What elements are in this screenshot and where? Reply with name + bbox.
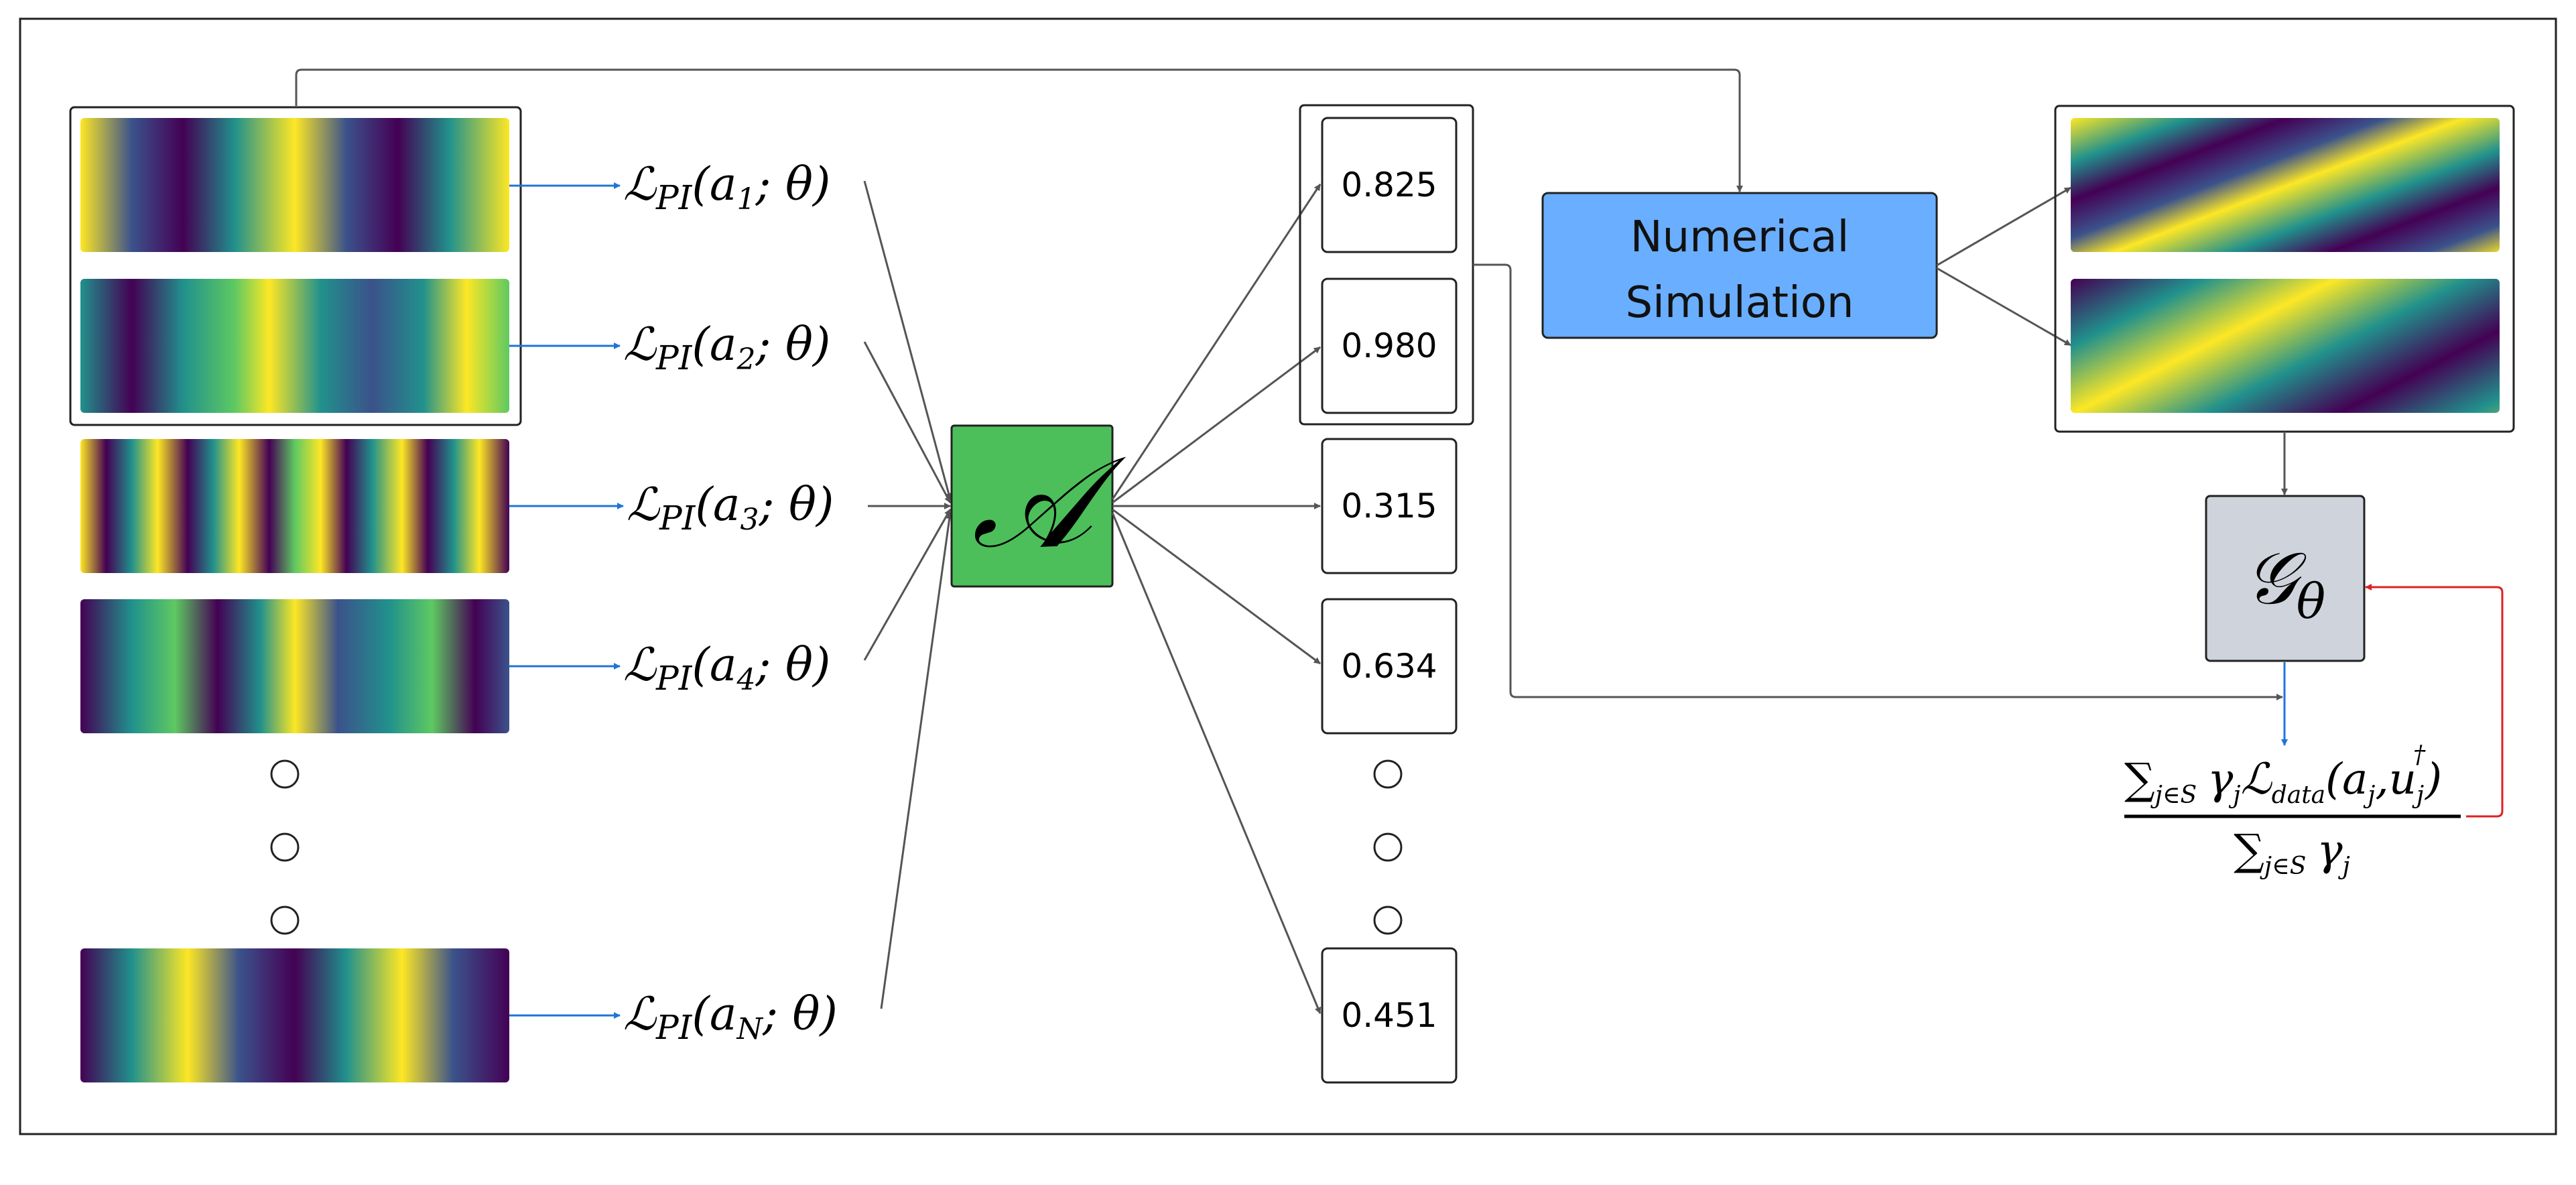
input-sample-3 (80, 439, 509, 573)
simulated-output-1 (2071, 118, 2500, 252)
numerical-simulation-label-line2: Simulation (1626, 278, 1854, 328)
arrow-simulation-output-1 (1936, 186, 2071, 267)
arrow-operator-score-n (1111, 512, 1322, 1014)
input-group-box (69, 106, 522, 426)
loss-label-2: ℒPI(a2; θ) (623, 318, 830, 377)
loss-label-3: ℒPI(a3; θ) (627, 479, 834, 538)
arrow-operator-score-2 (1112, 346, 1321, 504)
input-sample-4 (80, 599, 509, 733)
score-value-2: 0.980 (1341, 326, 1437, 365)
ellipsis-dot-icon (1373, 832, 1403, 862)
ellipsis-dot-icon (270, 832, 300, 862)
ellipsis-dot-icon (270, 906, 300, 935)
score-value-3: 0.315 (1341, 487, 1437, 525)
loss-label-1: ℒPI(a1; θ) (623, 158, 830, 217)
score-box-3 (1321, 438, 1458, 574)
arrow-inputs-simulation (295, 68, 1743, 192)
ellipsis-dot-icon (270, 759, 300, 789)
input-sample-2 (80, 279, 509, 413)
input-sample-1 (80, 118, 509, 252)
outer-frame (19, 17, 2557, 1135)
surrogate-model-box (2205, 495, 2366, 662)
simulated-output-2 (2071, 279, 2500, 413)
loss-label-4: ℒPI(a4; θ) (623, 639, 830, 698)
arrow-loss-n-operator (880, 512, 953, 1009)
score-box-4 (1321, 598, 1458, 735)
ellipsis-dot-icon (1373, 906, 1403, 935)
input-sample-n (80, 948, 509, 1082)
arrow-loss-feedback-surrogate (2365, 584, 2504, 818)
arrow-scores-weighted-loss (1473, 263, 2283, 700)
arrow-simulation-output-2 (1936, 267, 2071, 347)
arrow-loss-1-operator (863, 180, 952, 500)
ellipsis-dot-icon (1373, 759, 1403, 789)
score-box-n (1321, 947, 1458, 1084)
score-value-1: 0.825 (1341, 166, 1437, 204)
loss-label-n: ℒPI(aN; θ) (623, 988, 838, 1047)
score-value-n: 0.451 (1341, 996, 1437, 1035)
arrow-operator-score-1 (1111, 184, 1322, 500)
numerical-simulation-label-line1: Numerical (1630, 212, 1849, 262)
arrow-loss-4-operator (863, 509, 952, 661)
score-box-1 (1321, 117, 1458, 253)
arrow-operator-score-4 (1112, 508, 1321, 665)
arrow-loss-2-operator (863, 341, 952, 503)
score-value-4: 0.634 (1341, 647, 1437, 686)
score-box-2 (1321, 277, 1458, 414)
